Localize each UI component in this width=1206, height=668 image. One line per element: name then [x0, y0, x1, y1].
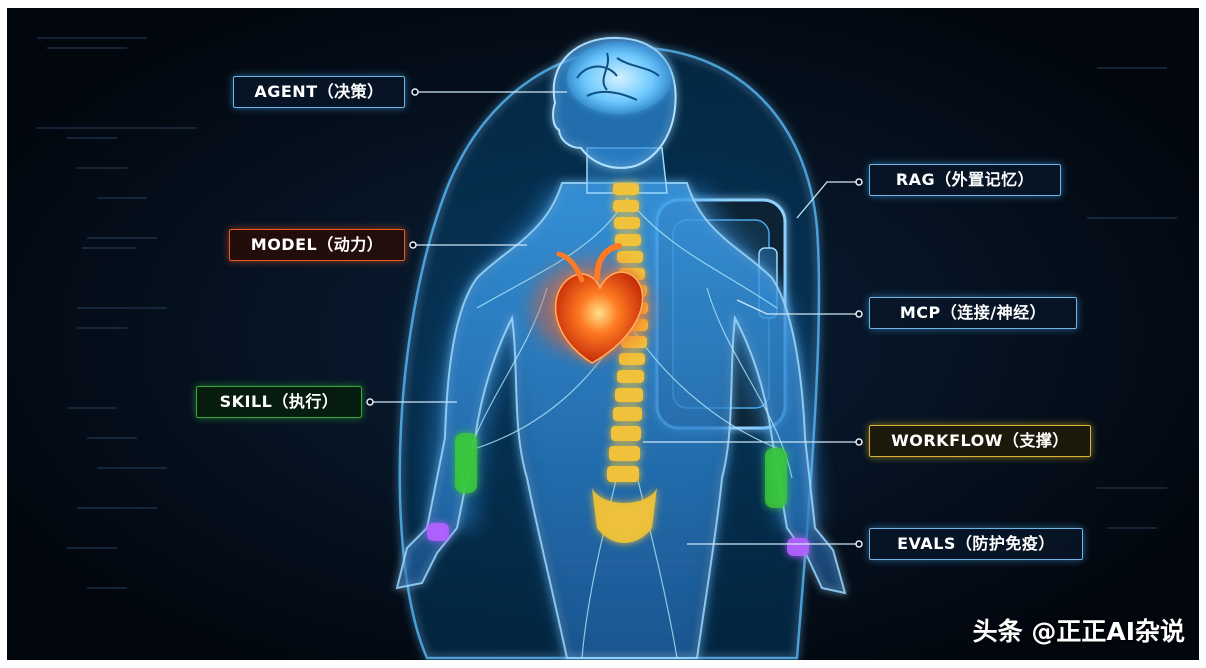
watermark: 头条 @正正AI杂说 [973, 612, 1185, 648]
diagram-canvas: AGENT（决策） MODEL（动力） SKILL（执行） RAG（外置记忆） … [7, 8, 1199, 660]
model-label: MODEL（动力） [229, 229, 405, 261]
mcp-label: MCP（连接/神经） [869, 297, 1077, 329]
mcp-label-text: MCP（连接/神经） [900, 298, 1046, 328]
rag-label-text: RAG（外置记忆） [896, 165, 1034, 195]
evals-label-text: EVALS（防护免疫） [897, 529, 1055, 559]
skill-label: SKILL（执行） [196, 386, 362, 418]
rag-label: RAG（外置记忆） [869, 164, 1061, 196]
model-label-text: MODEL（动力） [251, 230, 383, 260]
workflow-label: WORKFLOW（支撑） [869, 425, 1091, 457]
evals-label: EVALS（防护免疫） [869, 528, 1083, 560]
skill-label-text: SKILL（执行） [220, 387, 339, 417]
workflow-label-text: WORKFLOW（支撑） [891, 426, 1069, 456]
agent-label: AGENT（决策） [233, 76, 405, 108]
agent-label-text: AGENT（决策） [254, 77, 383, 107]
anatomy-illustration [7, 8, 1199, 660]
brain-icon [567, 42, 671, 114]
